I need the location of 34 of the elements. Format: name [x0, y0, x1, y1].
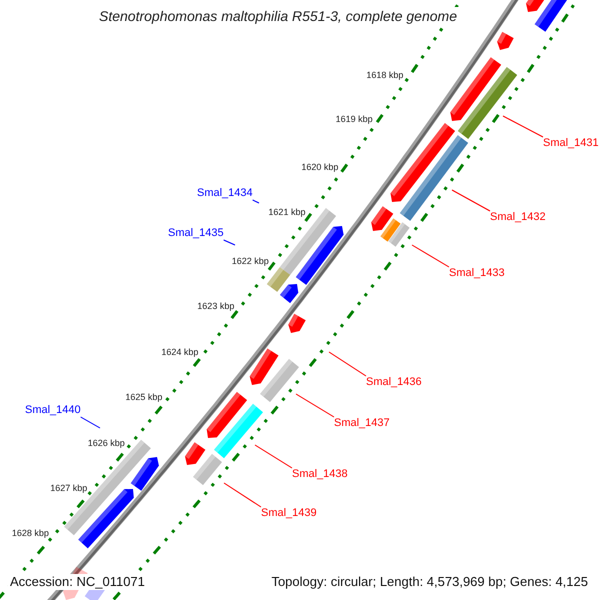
accession-note: Accession: NC_011071: [8, 574, 147, 590]
gene-label: Smal_1435: [168, 227, 224, 240]
leader-line: [254, 444, 292, 468]
gene-label: Smal_1437: [334, 417, 390, 430]
kbp-tick-label: 1625 kbp: [125, 392, 162, 403]
leader-line: [252, 200, 260, 204]
leader-line: [502, 116, 544, 138]
kbp-tick-label: 1623 kbp: [197, 301, 234, 312]
leader-line: [80, 416, 100, 428]
kbp-tick-label: 1621 kbp: [268, 207, 306, 218]
leader-line: [224, 482, 262, 508]
kbp-tick-label: 1626 kbp: [88, 438, 125, 449]
kbp-tick-label: 1620 kbp: [301, 162, 338, 173]
diagram-title: Stenotrophomonas maltophilia R551-3, complete genome: [96, 7, 460, 25]
leader-line: [328, 352, 366, 376]
leader-line: [452, 190, 490, 212]
genome-info-note: Topology: circular; Length: 4,573,969 bp; Genes: 4,125: [269, 574, 590, 590]
leader-line: [296, 394, 334, 418]
gene-label: Smal_1438: [292, 468, 348, 481]
gene-label: Smal_1439: [261, 507, 317, 520]
gene-label: Smal_1434: [197, 187, 253, 200]
gene-label: Smal_1436: [366, 376, 422, 389]
leader-line: [223, 240, 236, 246]
kbp-tick-label: 1618 kbp: [366, 70, 404, 81]
leader-line: [412, 244, 450, 268]
gene-label: Smal_1431: [543, 137, 599, 150]
gene-label: Smal_1432: [490, 211, 546, 224]
kbp-tick-label: 1627 kbp: [50, 483, 88, 494]
kbp-tick-label: 1622 kbp: [232, 256, 269, 267]
gene-label: Smal_1440: [25, 404, 81, 417]
gene-label: Smal_1433: [449, 267, 505, 280]
kbp-tick-label: 1619 kbp: [336, 114, 373, 125]
kbp-tick-label: 1624 kbp: [161, 347, 198, 358]
kbp-tick-label: 1628 kbp: [12, 528, 49, 539]
